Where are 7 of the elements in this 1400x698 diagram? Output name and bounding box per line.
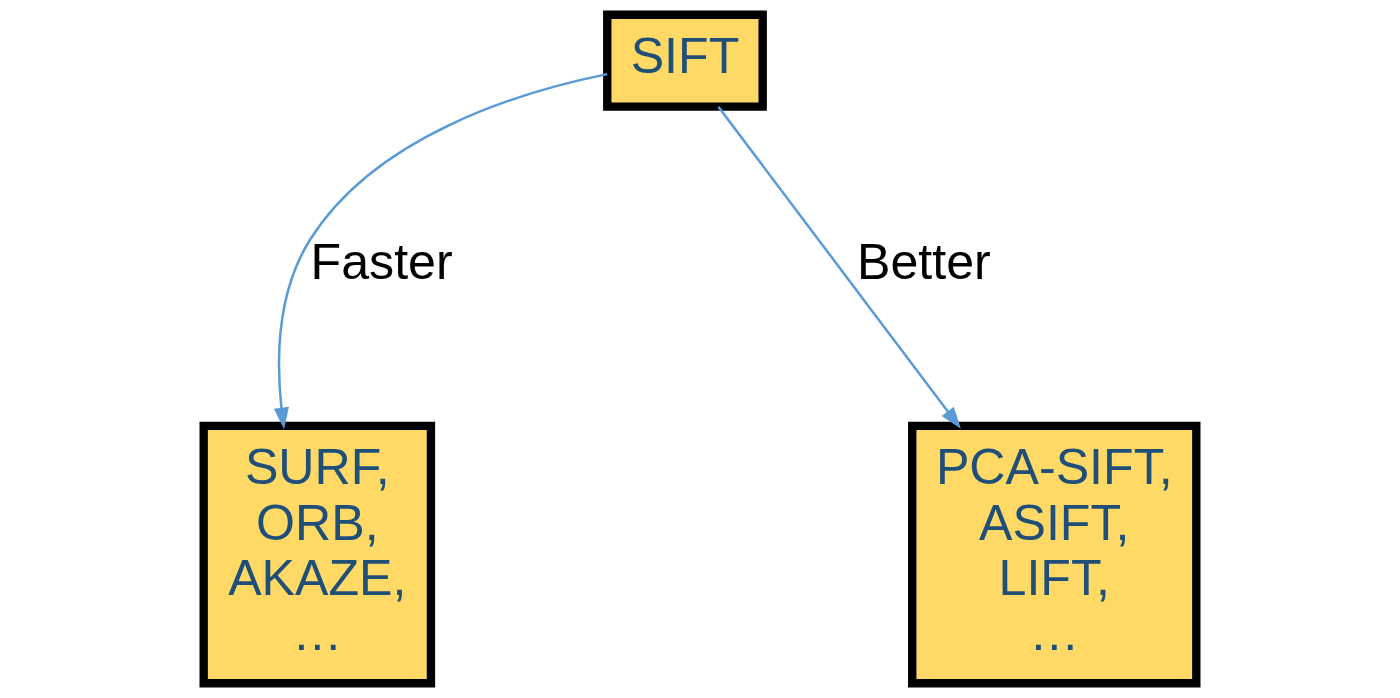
arrow [273, 72, 608, 430]
arrow [717, 106, 961, 429]
edge-label: Faster [310, 233, 453, 290]
node-box: SIFT [603, 10, 767, 111]
edge-label: Better [857, 233, 991, 290]
node-box: SURF, ORB, AKAZE, … [199, 421, 436, 688]
node-box: PCA-SIFT, ASIFT, LIFT, … [908, 421, 1201, 688]
